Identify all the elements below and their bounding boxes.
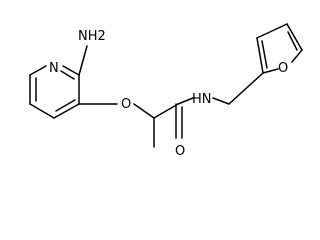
bond-ch2-furan (228, 72, 264, 105)
bond (60, 70, 75, 80)
bond-o-ch (133, 103, 155, 119)
bond (55, 99, 76, 112)
bond (287, 31, 298, 51)
atom-label-amino: NH2 (78, 29, 106, 44)
atom-label-ether-oxygen: O (121, 97, 131, 112)
bond (286, 23, 303, 51)
bond-ch-carbonyl (153, 103, 179, 119)
bond-c-nh2 (78, 45, 88, 76)
bond (261, 40, 268, 69)
bond (62, 65, 80, 76)
bond (256, 23, 288, 39)
bond (256, 37, 264, 74)
bond-nh-ch2 (212, 97, 230, 105)
bond (29, 103, 55, 119)
bond (291, 49, 303, 63)
atom-label-carbonyl-oxygen: O (175, 144, 185, 159)
atom-label-ring-nitrogen: N (49, 61, 59, 76)
bond (53, 103, 80, 119)
pyridine-ring (29, 65, 80, 119)
atom-label-furan-oxygen: O (278, 61, 288, 76)
structure-diagram: NH2 N O HN O O (29, 23, 303, 159)
bond-carbonyl-nh (177, 97, 194, 105)
bond (262, 68, 279, 74)
atom-label-amide-nh: HN (192, 92, 212, 107)
bond (29, 65, 47, 76)
furan-ring (256, 23, 303, 74)
